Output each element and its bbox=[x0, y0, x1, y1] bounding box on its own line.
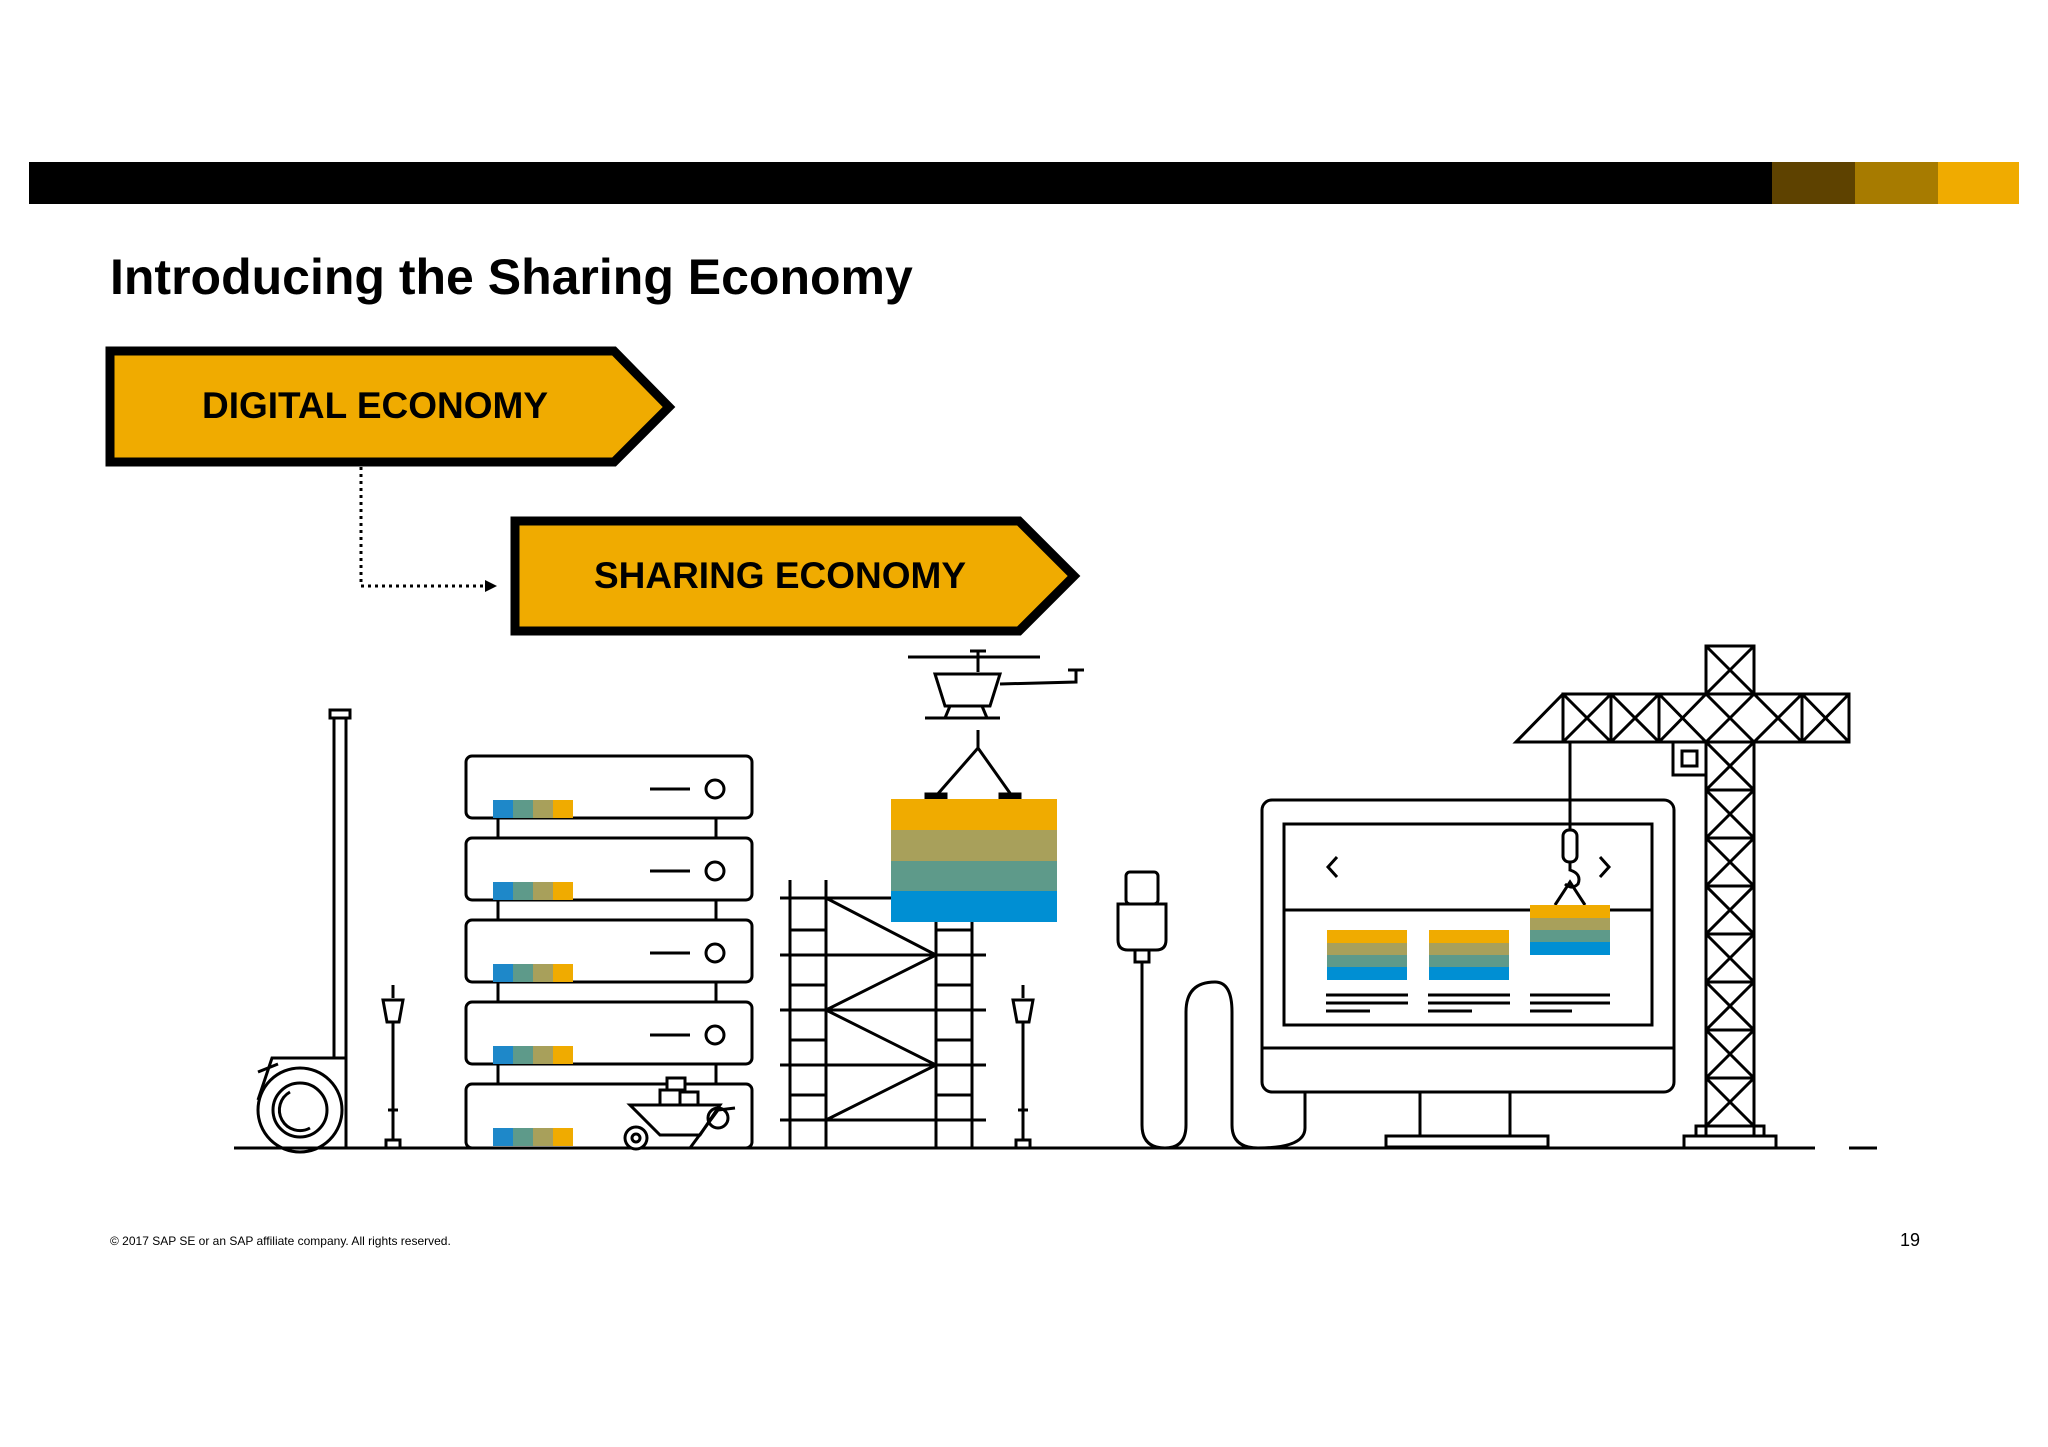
digital-economy-label: DIGITAL ECONOMY bbox=[201, 385, 549, 426]
tape-measure-icon bbox=[256, 708, 352, 1154]
connector-arrowhead bbox=[485, 580, 497, 592]
crane-icon bbox=[1512, 644, 1851, 1150]
header-accent-dark bbox=[1772, 162, 1855, 204]
server-color-strips bbox=[493, 800, 573, 1146]
sharing-economy-arrow-shape bbox=[510, 516, 1081, 636]
wheelbarrow-icon bbox=[623, 1076, 736, 1151]
helicopter-icon bbox=[908, 649, 1084, 801]
scaffolding-icon bbox=[780, 880, 986, 1148]
page-number: 19 bbox=[1900, 1230, 1921, 1250]
digital-economy-arrow-shape bbox=[105, 346, 676, 467]
usb-cable-icon bbox=[1116, 870, 1307, 1150]
sharing-economy-label: SHARING ECONOMY bbox=[593, 555, 967, 596]
header-bar bbox=[29, 162, 1772, 204]
monitor-cards bbox=[1327, 905, 1610, 980]
page-title: Introducing the Sharing Economy bbox=[110, 249, 913, 305]
header-accent-gold bbox=[1938, 162, 2019, 204]
connector-line bbox=[359, 467, 487, 588]
street-lamp-icon bbox=[1011, 985, 1035, 1150]
cargo-block bbox=[891, 799, 1057, 922]
header-accent-mid bbox=[1855, 162, 1938, 204]
street-lamp-icon bbox=[381, 985, 405, 1150]
copyright-footer: © 2017 SAP SE or an SAP affiliate compan… bbox=[110, 1234, 451, 1248]
